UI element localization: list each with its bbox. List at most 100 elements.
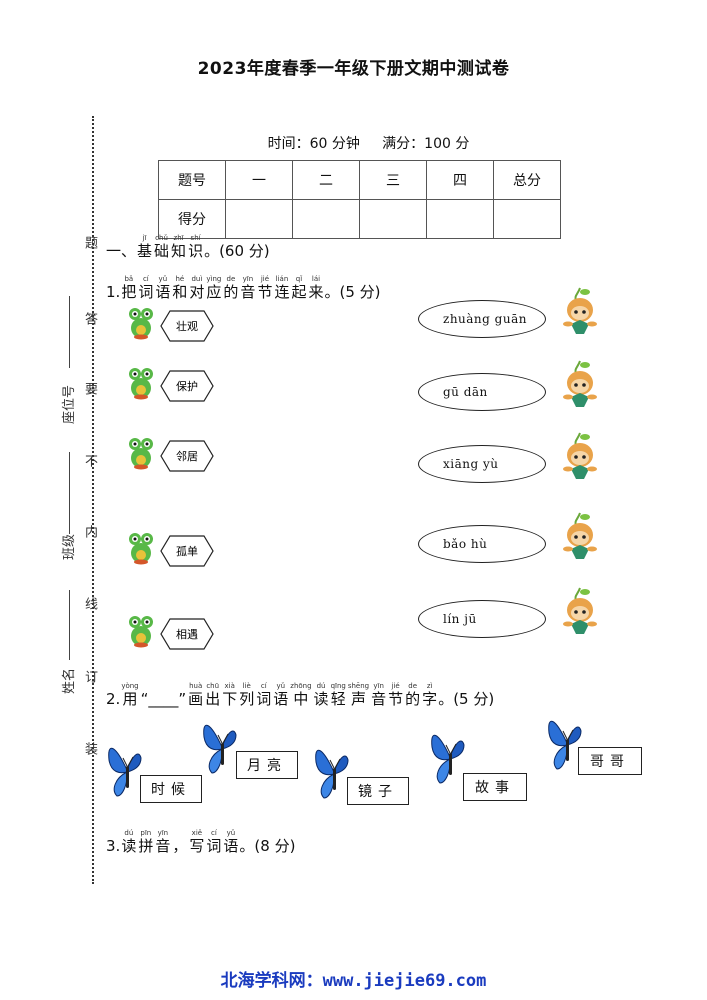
hanzi: 词: [206, 837, 222, 855]
pinyin-annotation: [172, 829, 187, 837]
hanzi: 声: [350, 690, 366, 708]
butterfly-icon: [315, 749, 349, 799]
hanzi: 的: [223, 283, 239, 301]
pinyin-char: 。(5 分): [438, 682, 494, 708]
syllable-oval[interactable]: bǎo hù: [418, 525, 546, 563]
hanzi: 础: [154, 242, 170, 260]
hanzi: 基: [137, 242, 153, 260]
pinyin-annotation: huà: [189, 682, 203, 690]
pinyin-annotation: qǐ: [295, 275, 303, 283]
word-hexagon[interactable]: 邻居: [160, 440, 214, 472]
word-box[interactable]: 时候: [140, 775, 202, 803]
score-cell[interactable]: [493, 199, 561, 239]
pinyin-annotation: zhōng: [290, 682, 312, 690]
word-box[interactable]: 镜子: [347, 777, 409, 805]
pinyin-annotation: hé: [175, 275, 185, 283]
pinyin-char: 一、: [106, 234, 136, 260]
pinyin-annotation: yīn: [242, 275, 254, 283]
table-cell: 题号: [158, 160, 226, 200]
word-hexagon[interactable]: 相遇: [160, 618, 214, 650]
pinyin-annotation: [204, 234, 270, 242]
pinyin-annotation: yǔ: [226, 829, 236, 837]
pinyin-char: ，: [172, 829, 187, 855]
hanzi: 的: [405, 690, 421, 708]
hanzi: 音: [155, 837, 171, 855]
onion-mascot-icon: [563, 287, 597, 334]
class-line[interactable]: [69, 452, 70, 534]
pinyin-annotation: de: [226, 275, 236, 283]
pinyin-char: “____”: [141, 682, 187, 708]
pinyin-annotation: yǔ: [276, 682, 286, 690]
hanzi: 知: [171, 242, 187, 260]
syllable-oval[interactable]: lín jū: [418, 600, 546, 638]
score-cell[interactable]: [225, 199, 293, 239]
score-cell[interactable]: [426, 199, 494, 239]
margin-word: 线: [82, 597, 97, 610]
hanzi: 读: [121, 837, 137, 855]
word-hexagon[interactable]: 壮观: [160, 310, 214, 342]
onion-mascot-icon: [563, 512, 597, 559]
hanzi: 中: [293, 690, 309, 708]
syllable-oval[interactable]: xiāng yù: [418, 445, 546, 483]
footer-watermark: 北海学科网：www.jiejie69.com: [0, 966, 707, 991]
syllable-oval[interactable]: zhuàng guān: [418, 300, 546, 338]
margin-word: 要: [82, 382, 97, 395]
score-cell[interactable]: [359, 199, 427, 239]
pinyin-annotation: dú: [316, 682, 326, 690]
word-hexagon[interactable]: 孤单: [160, 535, 214, 567]
word-text: 壮观: [176, 320, 198, 333]
hanzi: 识: [188, 242, 204, 260]
pinyin-annotation: qīng: [330, 682, 346, 690]
word-hexagon[interactable]: 保护: [160, 370, 214, 402]
onion-mascot-icon: [563, 432, 597, 479]
pinyin-annotation: pīn: [140, 829, 152, 837]
name-line[interactable]: [69, 590, 70, 660]
word-box[interactable]: 哥哥: [578, 747, 642, 775]
butterfly-icon: [108, 747, 142, 797]
table-cell: 三: [359, 160, 427, 200]
word-text: 相遇: [176, 628, 198, 641]
seat-number-line[interactable]: [69, 296, 70, 368]
frog-icon: [129, 533, 153, 565]
hanzi: “____”: [140, 690, 187, 708]
table-cell: 总分: [493, 160, 561, 200]
hanzi: 和: [172, 283, 188, 301]
word-text: 邻居: [176, 450, 198, 463]
pinyin-annotation: [141, 682, 187, 690]
pinyin-annotation: lái: [311, 275, 321, 283]
hanzi: 。(5 分): [324, 283, 381, 301]
seat-number-label: 座位号: [62, 384, 77, 424]
score-cell[interactable]: [292, 199, 360, 239]
word-box[interactable]: 故事: [463, 773, 527, 801]
pinyin-annotation: [106, 275, 120, 283]
time-limit: 时间：60 分钟: [267, 136, 360, 152]
pinyin-annotation: chǔ: [155, 234, 168, 242]
hanzi: 用: [122, 690, 138, 708]
table-cell: 得分: [158, 199, 226, 239]
hanzi: 连: [274, 283, 290, 301]
syllable-oval[interactable]: gū dān: [418, 373, 546, 411]
pinyin-annotation: [106, 829, 120, 837]
pinyin-annotation: cí: [260, 682, 267, 690]
margin-word: 题: [82, 236, 97, 249]
hanzi: 音: [240, 283, 256, 301]
word-box[interactable]: 月亮: [236, 751, 298, 779]
